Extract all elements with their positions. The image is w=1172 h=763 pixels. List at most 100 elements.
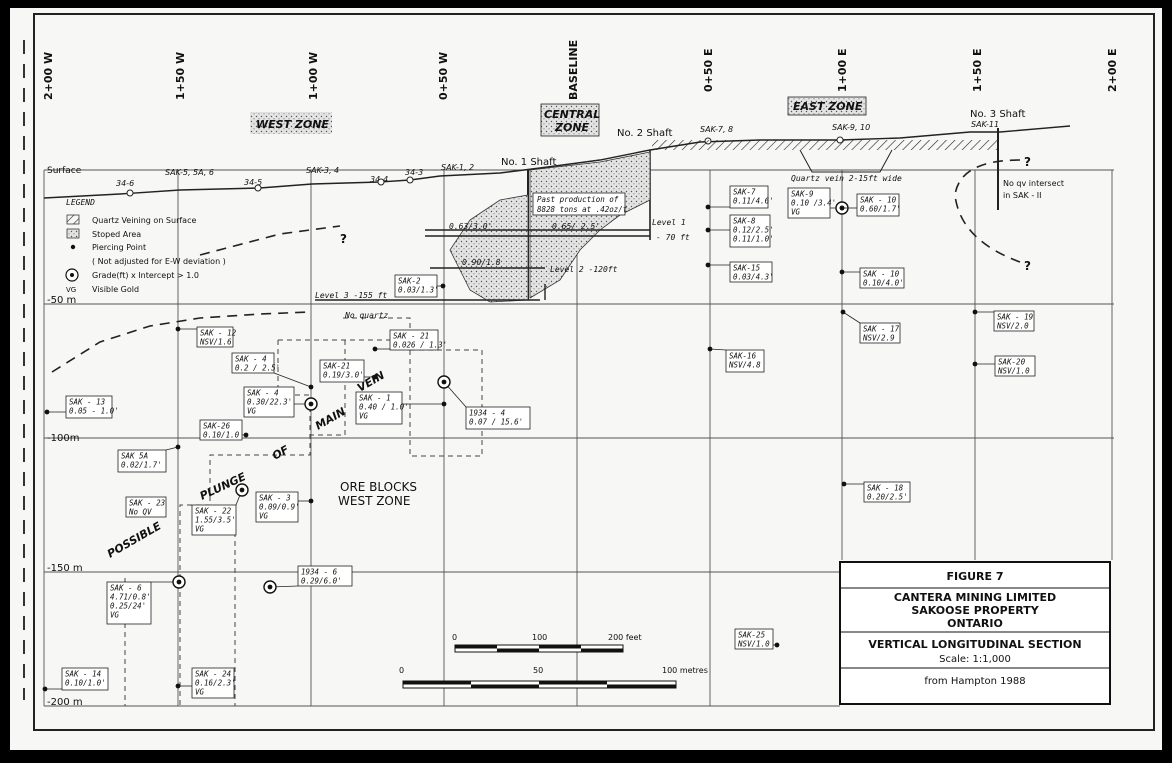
scale-text: Scale: 1:1,000 xyxy=(939,654,1011,665)
drill-hole-callout: SAK-20.03/1.3' xyxy=(394,274,446,298)
callout-text: 0.19/3.0' xyxy=(323,371,364,380)
callout-leader xyxy=(273,372,312,388)
scale-metres-100: 100 metres xyxy=(662,666,708,675)
piercing-point xyxy=(372,374,378,380)
grid-label-100e: 1+00 E xyxy=(836,48,849,92)
callout-text: SAK - 14 xyxy=(65,670,101,679)
legend-title: LEGEND xyxy=(66,198,95,207)
title-block-frame xyxy=(839,561,1111,705)
drill-hole-callout: SAK - 64.71/0.8'0.25/24'VG xyxy=(106,575,186,625)
scale-seg xyxy=(455,645,497,649)
ore-blocks-label-1: ORE BLOCKS xyxy=(340,480,417,494)
central-zone-label-1: CENTRAL xyxy=(544,108,600,121)
callout-text: 0.25/24' xyxy=(110,602,146,611)
legend-piercing-point-icon xyxy=(70,244,76,250)
callout-text: SAK-16 xyxy=(729,352,757,361)
drill-hole-callout: SAK-210.19/3.0' xyxy=(319,359,378,383)
callout-text: 0.60/1.7' xyxy=(860,205,901,214)
callout-text: 0.11/1.0' xyxy=(733,235,774,244)
legend-visible-gold: Visible Gold xyxy=(92,285,139,294)
drill-hole-callout: SAK - 100.60/1.7' xyxy=(839,193,901,217)
question-mark-west: ? xyxy=(340,232,347,246)
callout-box xyxy=(196,326,234,348)
legend: LEGEND Quartz Veining on Surface Stoped … xyxy=(65,198,226,294)
callout-text: SAK - 21 xyxy=(393,332,429,341)
callout-text: SAK - 17 xyxy=(863,325,900,334)
callout-box xyxy=(191,667,235,699)
callout-text: VG xyxy=(110,611,120,620)
mine-levels xyxy=(315,229,650,301)
callout-leader xyxy=(709,348,727,351)
piercing-point xyxy=(441,379,447,385)
legend-swatch-stope xyxy=(66,228,80,239)
central-zone-label-2: ZONE xyxy=(554,121,590,134)
callout-box xyxy=(729,214,771,248)
trench-34-6: 34-6 xyxy=(116,179,134,188)
scale-metres-50: 50 xyxy=(533,666,543,675)
callout-text: SAK-9 xyxy=(791,190,814,199)
callout-text: SAK-7 xyxy=(733,188,756,197)
callout-text: 1934 - 4 xyxy=(469,409,505,418)
ore-block-upper xyxy=(278,317,411,341)
legend-grade: Grade(ft) x Intercept > 1.0 xyxy=(92,271,199,280)
trench-marker xyxy=(126,189,134,197)
grid-label-150w: 1+50 W xyxy=(174,52,187,100)
figure-number: FIGURE 7 xyxy=(946,570,1003,583)
callout-box xyxy=(231,352,275,374)
question-mark-east-bottom: ? xyxy=(1024,259,1031,273)
callout-text: SAK-2 xyxy=(398,277,421,286)
top-hole-sak-3-4: SAK-3, 4 xyxy=(306,166,339,175)
callout-text: 0.20/2.5' xyxy=(867,493,908,502)
callout-text: 0.10/4.0' xyxy=(863,279,904,288)
scale-seg xyxy=(497,648,539,652)
callout-box xyxy=(61,667,109,691)
callout-text: SAK - 23 xyxy=(129,499,166,508)
callout-text: SAK - 10 xyxy=(863,270,900,279)
scale-seg xyxy=(403,681,471,685)
piercing-point xyxy=(441,401,447,407)
callout-text: SAK - 1 xyxy=(359,394,391,403)
piercing-point xyxy=(175,444,181,450)
drill-hole-callout: SAK - 10.40 / 1.0'VG xyxy=(355,391,447,425)
callout-box xyxy=(191,504,237,536)
drill-hole-callout: SAK-260.10/1.0 xyxy=(199,419,249,441)
grid-label-200e: 2+00 E xyxy=(1106,48,1119,92)
callout-text: 0.12/2.5' xyxy=(733,226,774,235)
callout-box xyxy=(389,329,439,351)
depth-label-200m: -200 m xyxy=(47,697,83,708)
callout-box xyxy=(993,310,1035,332)
callout-text: SAK - 19 xyxy=(997,313,1034,322)
callout-text: VG xyxy=(359,412,369,421)
production-line-2: 8828 tons at .42oz/t xyxy=(537,205,628,214)
shaft-1-label: No. 1 Shaft xyxy=(501,157,556,168)
production-box xyxy=(532,192,626,216)
no-qv-line-1: No qv intersect xyxy=(1003,179,1064,188)
piercing-point xyxy=(42,686,48,692)
trench-marker xyxy=(377,178,385,186)
grid-label-100w: 1+00 W xyxy=(307,52,320,100)
drill-hole-callout: SAK - 221.55/3.5'VG xyxy=(191,483,249,536)
callout-text: SAK-26 xyxy=(203,422,231,431)
callout-text: No QV xyxy=(128,508,152,517)
callout-box xyxy=(856,193,900,217)
callout-text: NSV/1.6 xyxy=(199,338,232,347)
callout-box xyxy=(117,449,167,473)
depth-label-50m: -50 m xyxy=(47,295,76,306)
central-zone-tag xyxy=(540,103,600,137)
scale-feet-100: 100 xyxy=(532,633,547,642)
quartz-veining-surface xyxy=(652,140,997,150)
level-1-depth: - 70 ft xyxy=(656,233,690,242)
piercing-point xyxy=(972,361,978,367)
interpretive-boundaries xyxy=(51,159,1021,373)
callout-text: VG xyxy=(791,208,801,217)
scale-feet-200: 200 feet xyxy=(608,633,642,642)
property-name: SAKOOSE PROPERTY xyxy=(911,604,1039,617)
piercing-point xyxy=(839,205,845,211)
piercing-point xyxy=(440,283,446,289)
callout-text: SAK - 12 xyxy=(200,329,237,338)
